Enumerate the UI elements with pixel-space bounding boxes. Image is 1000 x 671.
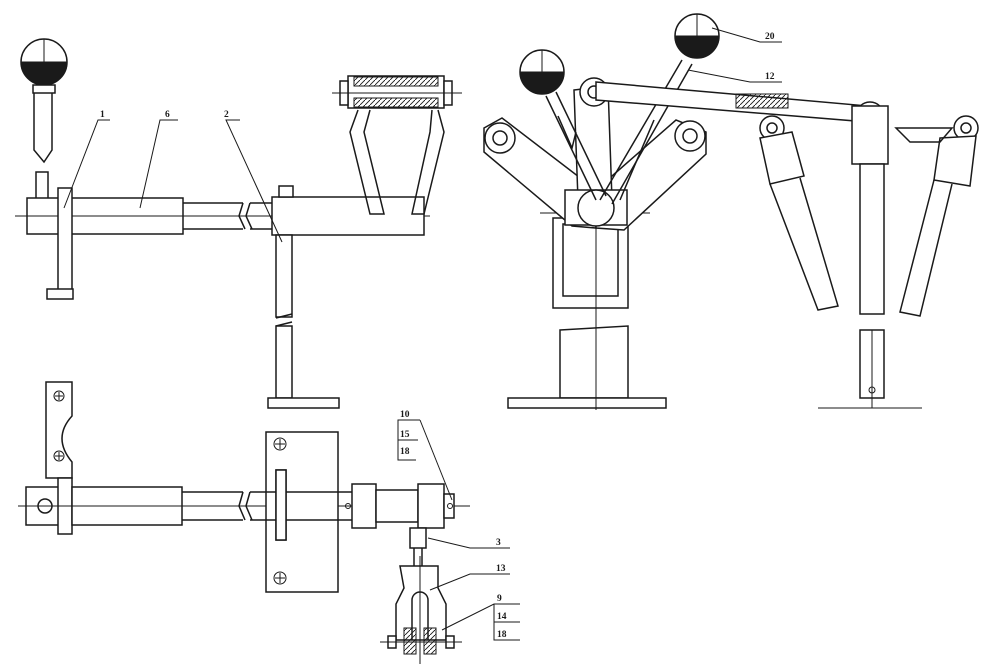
handle-stem bbox=[33, 93, 53, 164]
plate-part-1 bbox=[57, 187, 73, 293]
column-base bbox=[507, 397, 667, 409]
support-base bbox=[267, 397, 340, 409]
callout-10: 10 bbox=[400, 410, 410, 420]
callout-18-upper: 18 bbox=[400, 447, 410, 457]
handle-knob-front bbox=[20, 38, 68, 94]
plan-view bbox=[18, 381, 520, 664]
side-view bbox=[483, 13, 979, 410]
support-part-2 bbox=[275, 234, 293, 318]
roller-fork bbox=[332, 75, 462, 215]
callout-20: 20 bbox=[765, 32, 775, 42]
front-view bbox=[15, 38, 462, 409]
callout-1: 1 bbox=[100, 110, 105, 120]
callout-15: 15 bbox=[400, 430, 410, 440]
callout-9: 9 bbox=[497, 594, 502, 604]
tie-link bbox=[595, 81, 869, 123]
callout-3: 3 bbox=[496, 538, 501, 548]
shaft-end-block bbox=[271, 196, 425, 236]
callout-6: 6 bbox=[165, 110, 170, 120]
callout-18-lower: 18 bbox=[497, 630, 507, 640]
stem-lower bbox=[35, 171, 49, 201]
callout-2: 2 bbox=[224, 110, 229, 120]
callout-13: 13 bbox=[496, 564, 506, 574]
callout-14: 14 bbox=[497, 612, 507, 622]
callout-12: 12 bbox=[765, 72, 775, 82]
